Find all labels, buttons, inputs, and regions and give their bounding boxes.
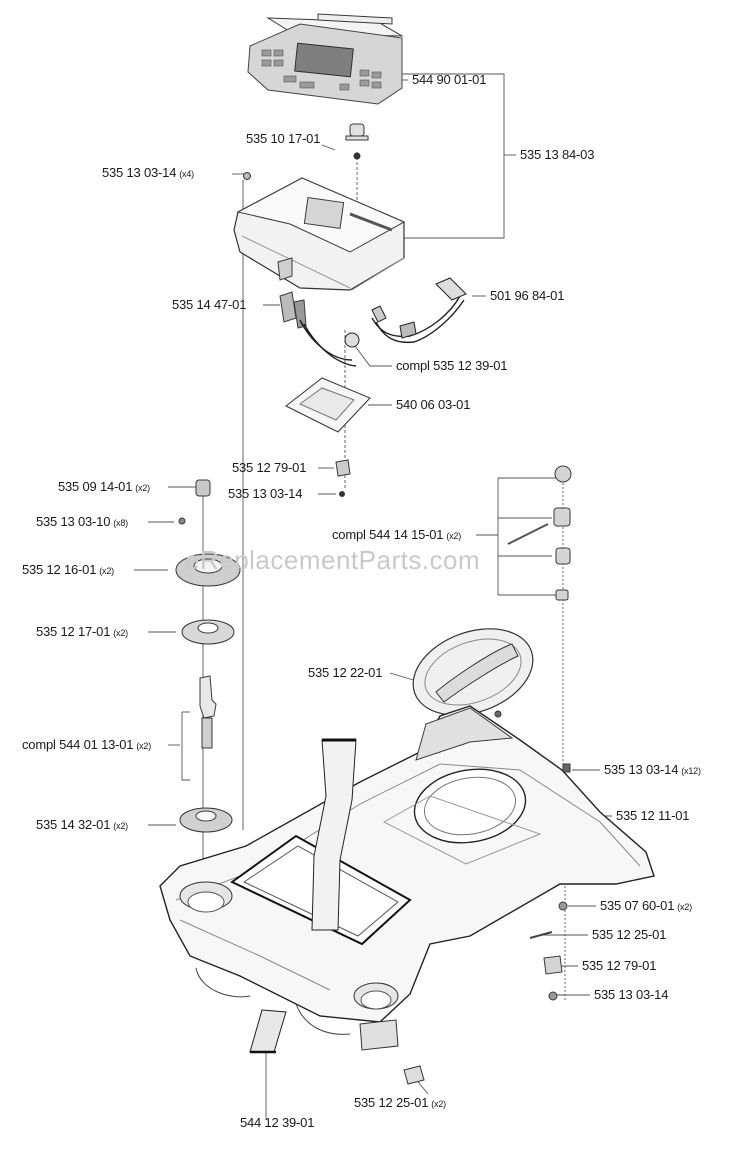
connector-535-14-47-01 xyxy=(277,257,307,329)
cable-544-12-39-01 xyxy=(195,967,351,1054)
cover-lid-535-12-22-01 xyxy=(412,628,534,718)
callout-535-12-17-01: 535 12 17-01(x2) xyxy=(36,624,128,639)
grommet-535-12-79-01 xyxy=(335,459,351,497)
display-housing xyxy=(233,177,406,291)
callout-544-90-01-01: 544 90 01-01 xyxy=(412,72,487,87)
callout-535-13-03-14-upper: 535 13 03-14 xyxy=(228,486,303,501)
callout-535-12-79-01-upper: 535 12 79-01 xyxy=(232,460,307,475)
callout-535-07-60-01: 535 07 60-01(x2) xyxy=(600,898,692,913)
callout-535-13-84-03: 535 13 84-03 xyxy=(520,147,595,162)
callout-535-13-03-14-lower: 535 13 03-14 xyxy=(594,987,669,1002)
callout-535-12-16-01: 535 12 16-01(x2) xyxy=(22,562,114,577)
callout-535-12-79-01-lower: 535 12 79-01 xyxy=(582,958,657,973)
callout-535-12-22-01: 535 12 22-01 xyxy=(308,665,383,680)
callout-535-14-47-01: 535 14 47-01 xyxy=(172,297,247,312)
callout-compl-544-01-13-01: compl 544 01 13-01(x2) xyxy=(22,737,152,752)
callout-compl-535-12-39-01: compl 535 12 39-01 xyxy=(396,358,508,373)
callout-compl-544-14-15-01: compl 544 14 15-01(x2) xyxy=(332,527,462,542)
left-wheel-stack xyxy=(175,479,241,833)
callout-535-14-32-01: 535 14 32-01(x2) xyxy=(36,817,128,832)
callout-535-10-17-01: 535 10 17-01 xyxy=(246,131,321,146)
callout-535-12-11-01: 535 12 11-01 xyxy=(616,808,690,823)
callout-535-13-03-10: 535 13 03-10(x8) xyxy=(36,514,128,529)
callout-544-12-39-01: 544 12 39-01 xyxy=(240,1115,315,1130)
callout-501-96-84-01: 501 96 84-01 xyxy=(490,288,565,303)
clip-535-12-25-01 xyxy=(359,1019,425,1085)
chassis-535-12-11-01 xyxy=(159,705,655,1023)
knob-535-10-17-01 xyxy=(345,123,369,160)
gasket-540-06-03-01 xyxy=(285,377,371,433)
callout-535-13-03-14-x4: 535 13 03-14(x4) xyxy=(102,165,194,180)
screw-x4 xyxy=(243,172,251,180)
callout-540-06-03-01: 540 06 03-01 xyxy=(396,397,471,412)
callout-535-12-25-01-x2: 535 12 25-01(x2) xyxy=(354,1095,446,1110)
callout-535-12-25-01-upper: 535 12 25-01 xyxy=(592,927,667,942)
callout-535-13-03-14-x12: 535 13 03-14(x12) xyxy=(604,762,701,777)
wire-harness xyxy=(299,277,467,367)
callout-535-09-14-01: 535 09 14-01(x2) xyxy=(58,479,150,494)
handle-chute xyxy=(311,738,357,931)
right-sensor-stack xyxy=(507,465,572,1001)
keypad-overlay-544-90-01-01 xyxy=(247,13,404,105)
watermark: eReplacementParts.com xyxy=(185,545,481,575)
